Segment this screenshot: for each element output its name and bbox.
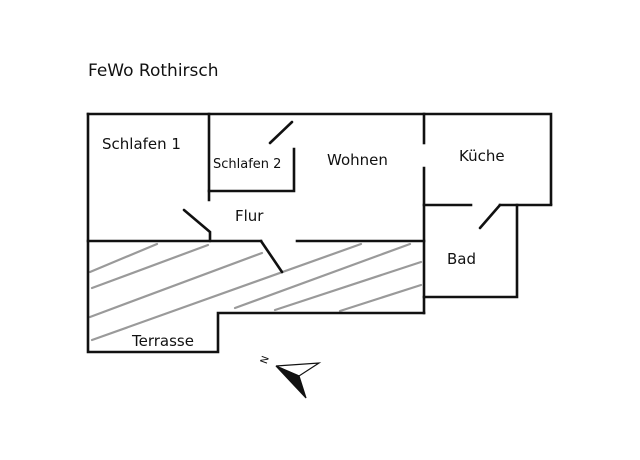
compass-north-label: N [259, 355, 272, 366]
room-label-flur: Flur [235, 207, 264, 225]
hatch-line [88, 242, 159, 274]
compass: N [259, 355, 322, 399]
room-label-kueche: Küche [459, 147, 505, 165]
terrace-hatching [88, 242, 423, 342]
doors [182, 120, 502, 274]
plan-title: FeWo Rothirsch [88, 61, 219, 81]
hatch-line [338, 283, 423, 313]
room-label-schlafen1: Schlafen 1 [102, 135, 181, 153]
room-label-schlafen2: Schlafen 2 [213, 157, 281, 172]
hatch-line [90, 242, 363, 342]
compass-arrow-dark [275, 365, 307, 399]
hatch-line [88, 251, 264, 319]
door-schlafen2 [268, 120, 294, 145]
door-bad [478, 203, 502, 230]
room-label-wohnen: Wohnen [327, 151, 388, 169]
door-terrasse [259, 239, 284, 274]
walls [86, 112, 553, 354]
room-label-terrasse: Terrasse [131, 332, 194, 350]
door-schlafen1 [182, 208, 212, 243]
hatch-line [90, 243, 210, 290]
wall-bad [422, 203, 519, 299]
hatch-line [273, 260, 423, 312]
wall-schlafen2 [207, 147, 296, 193]
outer-wall-left-bottom [86, 112, 426, 354]
hatch-line [233, 242, 412, 310]
room-label-bad: Bad [447, 250, 476, 268]
outer-wall-top [86, 112, 553, 206]
